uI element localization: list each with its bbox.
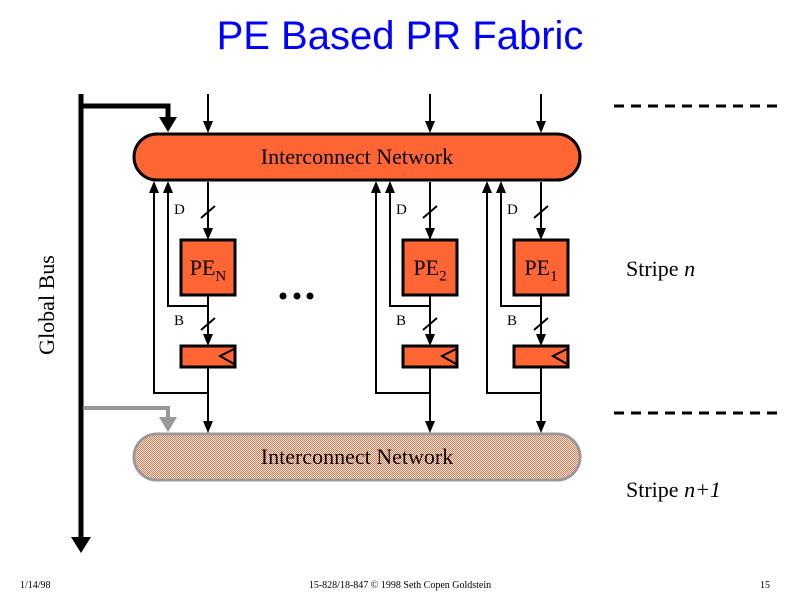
bus-width-slash-d [533, 205, 549, 219]
footer-page-number: 15 [760, 580, 770, 591]
d-bus-label: D [507, 202, 518, 218]
pe-label: PE1 [524, 255, 558, 285]
b-bus-label: B [174, 313, 185, 329]
register-box [179, 344, 237, 369]
external-input-arrow-3 [536, 94, 546, 133]
footer-date: 1/14/98 [20, 580, 51, 591]
ellipsis-dots [279, 292, 314, 300]
external-input-arrow-2 [425, 94, 435, 133]
bus-width-slash-d [422, 205, 438, 219]
pe-column [482, 181, 570, 433]
global-bus [71, 94, 177, 553]
top-inputs [203, 94, 546, 133]
interconnect-network-top [132, 132, 582, 182]
stripe-n-plus-1-label: Stripe n+1 [626, 477, 721, 502]
b-bus-label: B [396, 313, 407, 329]
bus-width-slash-b [200, 317, 216, 331]
b-bus-label: B [507, 313, 518, 329]
pe-box [401, 238, 459, 297]
interconnect-network-bottom [132, 432, 582, 482]
bus-width-slash-b [533, 317, 549, 331]
clock-icon [550, 348, 568, 365]
footer-course: 15-828/18-847 © 1998 Seth Copen Goldstei… [308, 580, 492, 591]
d-bus-label: D [396, 202, 407, 218]
clock-icon [217, 348, 235, 365]
global-bus-arrow-icon [71, 537, 91, 553]
external-input-arrow-1 [203, 94, 213, 133]
global-bus-tap-arrow-icon [159, 117, 177, 132]
stripe-n-label: Stripe n [626, 256, 696, 281]
pe-label: PE2 [413, 255, 447, 285]
bus-width-slash-b [422, 317, 438, 331]
register-box [401, 344, 459, 369]
pe-box [512, 238, 570, 297]
global-bus-next-tap-arrow-icon [159, 417, 177, 432]
d-bus-label: D [174, 202, 185, 218]
pe-column [371, 181, 459, 433]
pe-box [179, 238, 237, 297]
clock-icon [439, 348, 457, 365]
slide-title: PE Based PR Fabric [216, 14, 584, 58]
register-box [512, 344, 570, 369]
global-bus-label: Global Bus [34, 255, 59, 355]
bus-width-slash-d [200, 205, 216, 219]
interconnect-network-bottom-label: Interconnect Network [260, 444, 454, 469]
interconnect-network-top-label: Interconnect Network [260, 144, 454, 169]
pe-label: PEN [189, 255, 227, 285]
pe-column [149, 181, 237, 433]
